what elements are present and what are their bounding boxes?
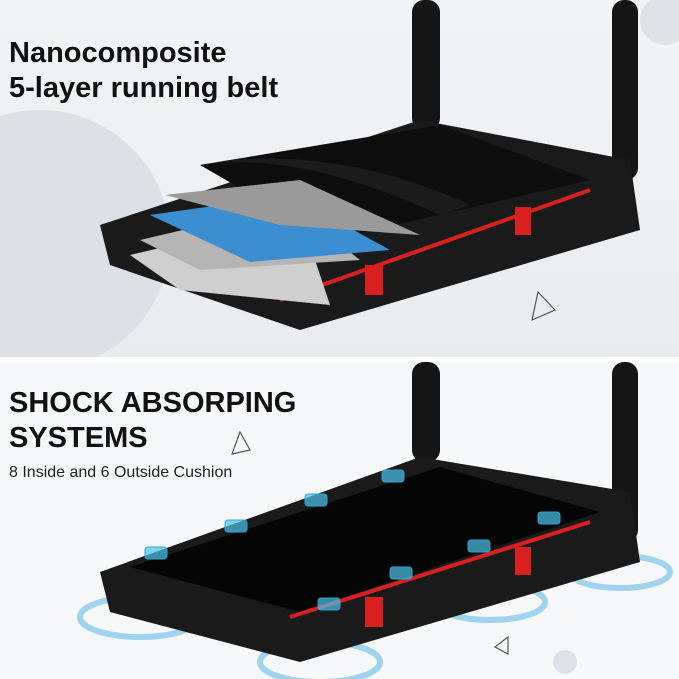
subheading: 8 Inside and 6 Outside Cushion [9, 464, 233, 481]
decor-triangle [493, 635, 509, 656]
cushion-marker [467, 539, 491, 553]
decor-circle [640, 0, 679, 45]
running-belt [130, 467, 600, 612]
cushion-marker [224, 519, 248, 533]
cushion-marker [317, 597, 341, 611]
belt-layer [200, 158, 470, 215]
red-trim [279, 188, 591, 302]
cushion-block [515, 207, 531, 235]
decor-circle [553, 650, 577, 674]
cushion-marker [389, 566, 413, 580]
decor-circle [0, 110, 170, 357]
decor-triangle [231, 430, 251, 455]
cushion-block [365, 265, 383, 295]
cushion-block [515, 547, 531, 575]
handle-post [612, 0, 638, 180]
heading-line-1: SHOCK ABSORPING [9, 387, 297, 419]
belt-layers-panel: Nanocomposite 5-layer running belt [0, 0, 679, 357]
heading-line-1: Nanocomposite [9, 37, 227, 69]
cushion-marker [381, 469, 405, 483]
cushion-marker [537, 511, 561, 525]
heading-line-2: 5-layer running belt [9, 72, 279, 104]
belt-layer [165, 180, 420, 235]
shock-absorbing-panel: SHOCK ABSORPING SYSTEMS 8 Inside and 6 O… [0, 362, 679, 679]
cushion-marker [304, 493, 328, 507]
cushion-marker [144, 546, 168, 560]
decor-triangle [531, 290, 557, 322]
treadmill-cushion-illustration [77, 362, 673, 679]
handle-post [412, 0, 440, 130]
handle-post [412, 362, 440, 462]
heading-line-2: SYSTEMS [9, 422, 148, 454]
belt-layer [150, 195, 390, 262]
cushion-block [365, 597, 383, 627]
treadmill-belt-illustration [0, 0, 679, 357]
